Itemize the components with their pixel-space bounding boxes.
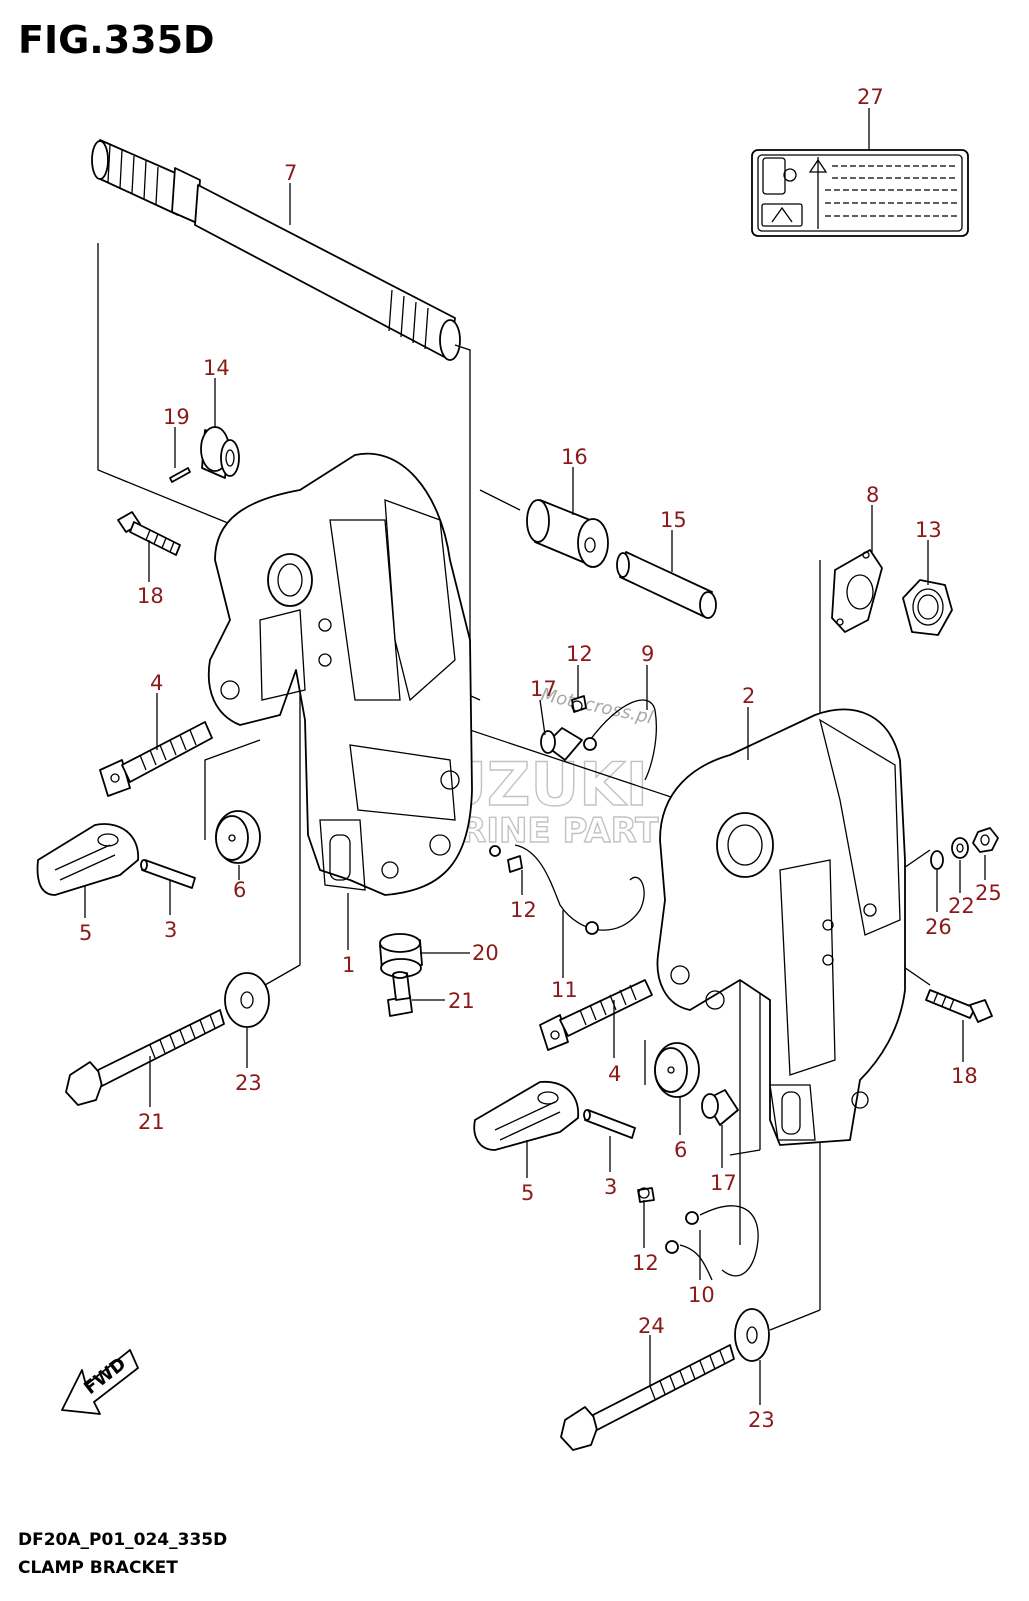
clamp-bracket-starboard-2 (656, 708, 906, 1146)
figure-code: DF20A_P01_024_335D (18, 1530, 228, 1550)
pin-19 (169, 467, 191, 483)
nut-13 (902, 579, 953, 636)
figure-title: FIG.335D (18, 18, 215, 62)
washer-23a (224, 972, 270, 1028)
callout-5b: 5 (521, 1181, 534, 1205)
callout-9: 9 (641, 642, 654, 666)
cap-6b (654, 1042, 700, 1098)
screw-12c (637, 1187, 655, 1203)
callout-18b: 18 (951, 1064, 978, 1088)
leader-lines (84, 108, 986, 1405)
label-plate-27 (751, 149, 969, 237)
wire-9 (583, 699, 657, 781)
handle-5b (473, 1081, 579, 1151)
callout-11: 11 (551, 978, 578, 1002)
nut-25 (972, 827, 999, 853)
callout-13: 13 (915, 518, 942, 542)
tilt-shaft-7 (91, 139, 461, 361)
callout-19: 19 (163, 405, 190, 429)
washer-23b (734, 1308, 770, 1362)
callout-2: 2 (742, 684, 755, 708)
shaft-15 (616, 551, 717, 619)
fwd-arrow-icon: FWD (61, 1349, 139, 1415)
callout-14: 14 (203, 356, 230, 380)
bushing-14 (200, 426, 240, 479)
callout-23b: 23 (748, 1408, 775, 1432)
callout-12c: 12 (632, 1251, 659, 1275)
callout-6a: 6 (233, 878, 246, 902)
callout-22: 22 (948, 894, 975, 918)
callout-17b: 17 (710, 1171, 737, 1195)
callout-20: 20 (472, 941, 499, 965)
callout-6b: 6 (674, 1138, 687, 1162)
callout-5a: 5 (79, 921, 92, 945)
plate-8 (831, 549, 883, 633)
callout-26: 26 (925, 915, 952, 939)
cap-6a (215, 810, 261, 864)
callout-8: 8 (866, 483, 879, 507)
callout-27: 27 (857, 85, 884, 109)
callout-24: 24 (638, 1314, 665, 1338)
bolt-18b (925, 989, 993, 1023)
callout-21b: 21 (138, 1110, 165, 1134)
bolt-21a (387, 971, 413, 1017)
wire-10 (665, 1205, 759, 1281)
callout-15: 15 (660, 508, 687, 532)
callout-17a: 17 (530, 677, 557, 701)
clamp-screw-4a (99, 721, 213, 797)
screw-12a (571, 695, 587, 713)
callout-4a: 4 (150, 671, 163, 695)
bolt-21b (65, 1009, 225, 1106)
callout-12a: 12 (566, 642, 593, 666)
screw-12b (489, 845, 523, 873)
callout-16: 16 (561, 445, 588, 469)
bolt-24 (560, 1344, 735, 1451)
callout-18a: 18 (137, 584, 164, 608)
callout-21a: 21 (448, 989, 475, 1013)
spacer-17b (701, 1089, 739, 1126)
callout-7: 7 (284, 161, 297, 185)
callout-25: 25 (975, 881, 1002, 905)
callout-1: 1 (342, 953, 355, 977)
washer-26 (930, 850, 944, 870)
callout-23a: 23 (235, 1071, 262, 1095)
callout-12b: 12 (510, 898, 537, 922)
stopper-20 (379, 933, 423, 978)
bushing-16 (526, 499, 609, 568)
bolt-18a (117, 511, 181, 556)
callout-3a: 3 (164, 918, 177, 942)
clamp-screw-4b (539, 979, 653, 1051)
figure-name: CLAMP BRACKET (18, 1558, 178, 1578)
callout-numbers: 27 7 14 19 16 15 8 13 18 4 12 9 17 2 6 5… (79, 85, 1002, 1432)
washer-22 (951, 837, 969, 859)
wire-11 (514, 844, 645, 935)
pin-3a (140, 859, 196, 889)
spacer-17a (540, 727, 583, 761)
callout-3b: 3 (604, 1175, 617, 1199)
clamp-bracket-port-1 (207, 452, 473, 896)
pin-3b (583, 1109, 636, 1139)
handle-5a (36, 823, 139, 896)
callout-10: 10 (688, 1283, 715, 1307)
callout-4b: 4 (608, 1062, 621, 1086)
